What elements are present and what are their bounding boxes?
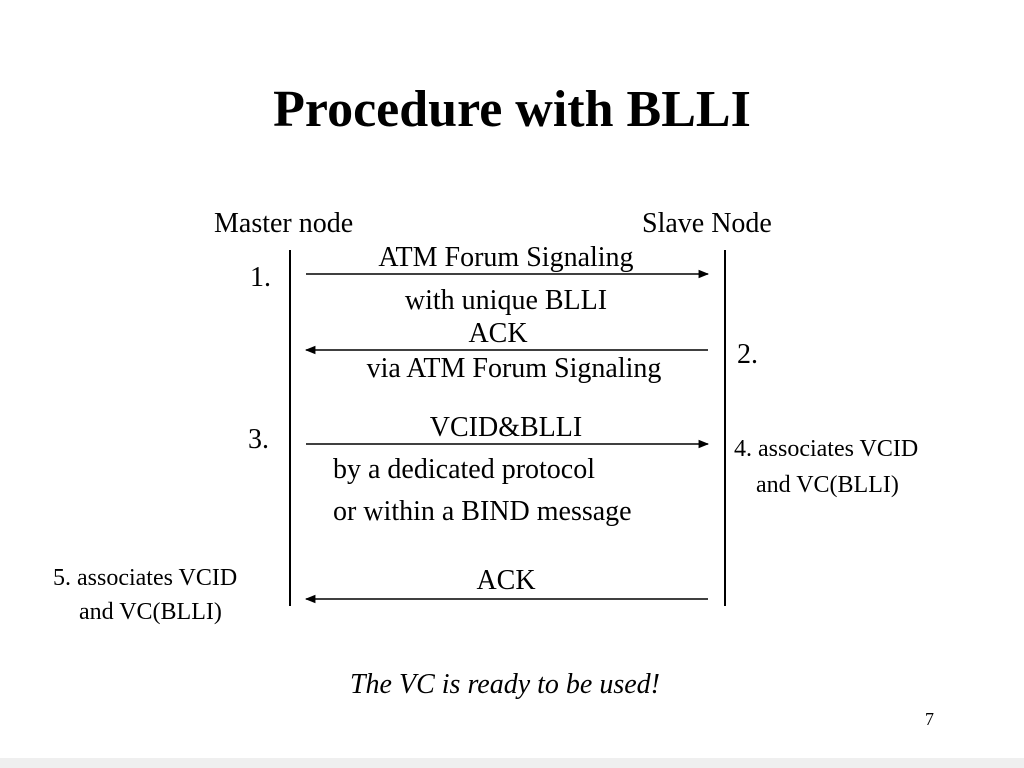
slide-title: Procedure with BLLI <box>273 81 751 138</box>
step-5-label-cont: and VC(BLLI) <box>79 599 222 625</box>
message-4-text: ACK <box>476 565 536 596</box>
message-2-text: ACK <box>468 318 528 349</box>
message-1-text: ATM Forum Signaling <box>378 242 634 273</box>
step-4-label-cont: and VC(BLLI) <box>756 472 899 498</box>
master-node-label: Master node <box>214 208 354 239</box>
message-3-text: VCID&BLLI <box>429 412 583 443</box>
step-1-label: 1. <box>250 262 271 293</box>
message-2-subtext: via ATM Forum Signaling <box>366 353 662 384</box>
step-5-label: 5. associates VCID <box>53 565 238 591</box>
message-1-subtext: with unique BLLI <box>404 285 608 316</box>
step-4-label: 4. associates VCID <box>734 436 919 462</box>
step-3-label: 3. <box>248 424 269 455</box>
step-2-label: 2. <box>737 339 758 370</box>
conclusion-text: The VC is ready to be used! <box>349 669 661 700</box>
footer-band <box>0 758 1024 768</box>
page-number: 7 <box>925 709 934 729</box>
slave-node-label: Slave Node <box>642 208 772 239</box>
message-3-subtext-line2: or within a BIND message <box>333 496 632 527</box>
message-3-subtext-line1: by a dedicated protocol <box>333 454 596 485</box>
